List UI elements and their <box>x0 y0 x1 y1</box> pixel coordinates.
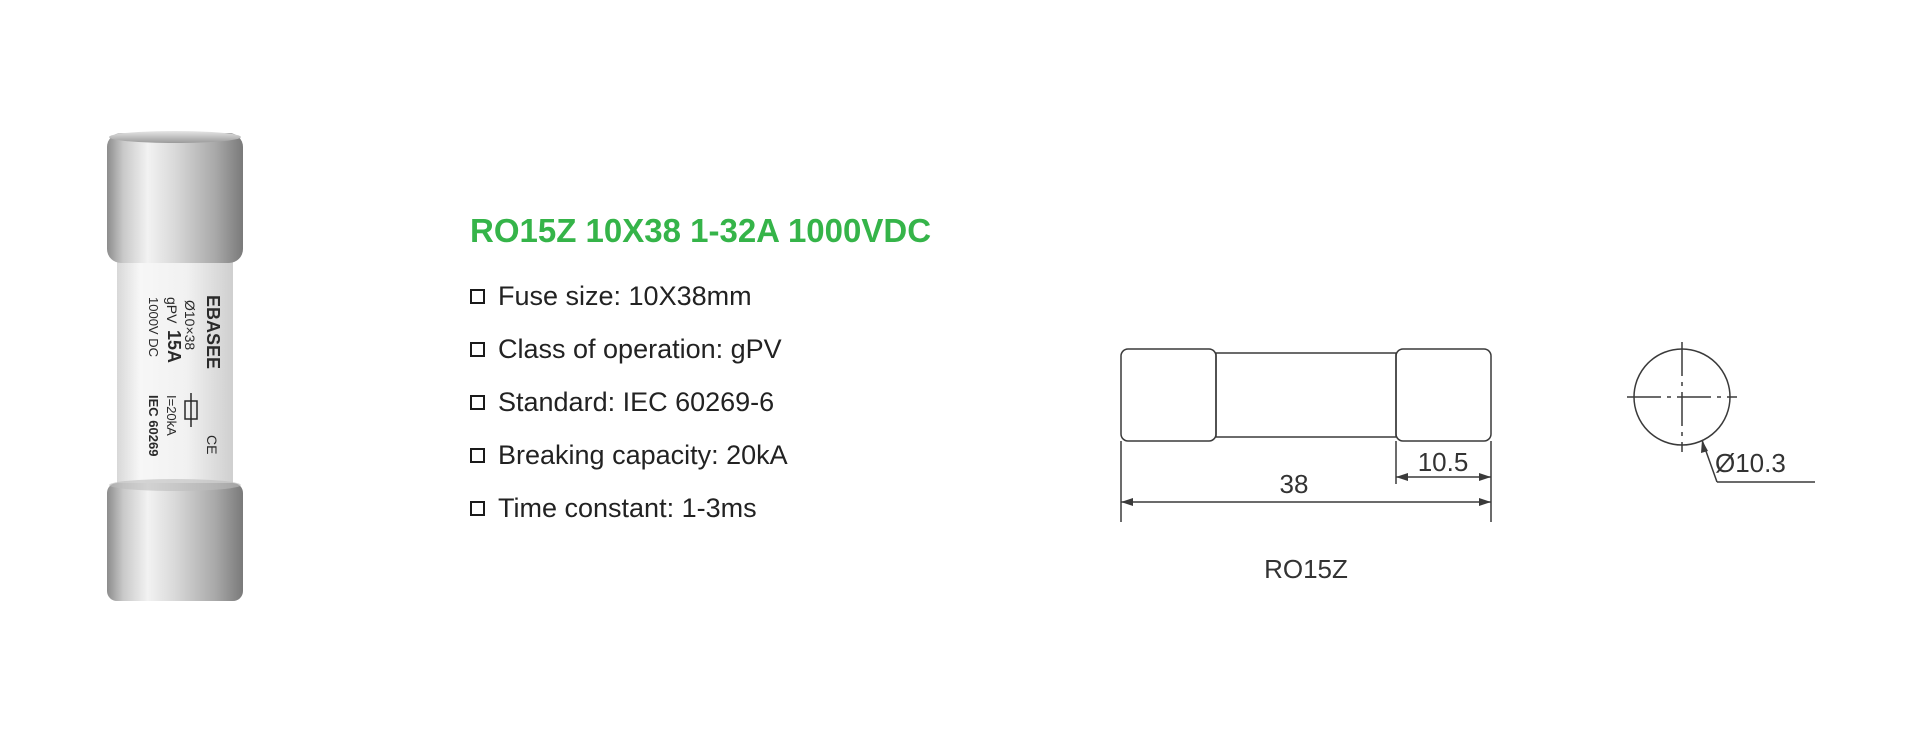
checkbox-icon <box>470 395 485 410</box>
fuse-product-photo: EBASEE Ø10×38 gPV 15A 1000V DC I=20kA IE… <box>107 131 243 601</box>
spec-item: Class of operation: gPV <box>470 323 788 376</box>
top-cap <box>107 133 243 263</box>
spec-text: Standard: IEC 60269-6 <box>498 387 775 417</box>
fuse-standard-text: IEC 60269 <box>146 395 161 456</box>
spec-item: Breaking capacity: 20kA <box>470 429 788 482</box>
fuse-class-text: gPV <box>164 297 180 324</box>
checkbox-icon <box>470 289 485 304</box>
bottom-cap <box>107 483 243 601</box>
fuse-label: EBASEE Ø10×38 gPV 15A 1000V DC I=20kA IE… <box>146 295 223 456</box>
spec-text: Breaking capacity: 20kA <box>498 440 788 470</box>
length-dim-label: 38 <box>1280 469 1309 499</box>
fuse-rating-text: 15A <box>164 330 184 363</box>
ce-mark: CE <box>204 435 220 454</box>
cap-dim-label: 10.5 <box>1418 447 1469 477</box>
spec-item: Fuse size: 10X38mm <box>470 270 788 323</box>
checkbox-icon <box>470 501 485 516</box>
body-outline <box>1215 352 1397 438</box>
spec-item: Time constant: 1-3ms <box>470 482 788 535</box>
checkbox-icon <box>470 448 485 463</box>
right-cap-outline <box>1395 348 1492 442</box>
fuse-size-text: Ø10×38 <box>182 300 198 350</box>
checkbox-icon <box>470 342 485 357</box>
product-title: RO15Z 10X38 1-32A 1000VDC <box>470 212 932 249</box>
fuse-voltage-text: 1000V DC <box>146 297 161 357</box>
left-cap-outline <box>1120 348 1217 442</box>
fuse-breaking-text: I=20kA <box>164 395 179 436</box>
spec-item: Standard: IEC 60269-6 <box>470 376 788 429</box>
spec-text: Class of operation: gPV <box>498 334 782 364</box>
spec-text: Time constant: 1-3ms <box>498 493 757 523</box>
fuse-symbol-icon <box>184 393 198 427</box>
model-caption: RO15Z <box>1264 554 1348 584</box>
diameter-dim-label: Ø10.3 <box>1715 448 1786 478</box>
fuse-brand: EBASEE <box>203 295 223 369</box>
spec-list: Fuse size: 10X38mm Class of operation: g… <box>470 270 788 535</box>
spec-text: Fuse size: 10X38mm <box>498 281 752 311</box>
